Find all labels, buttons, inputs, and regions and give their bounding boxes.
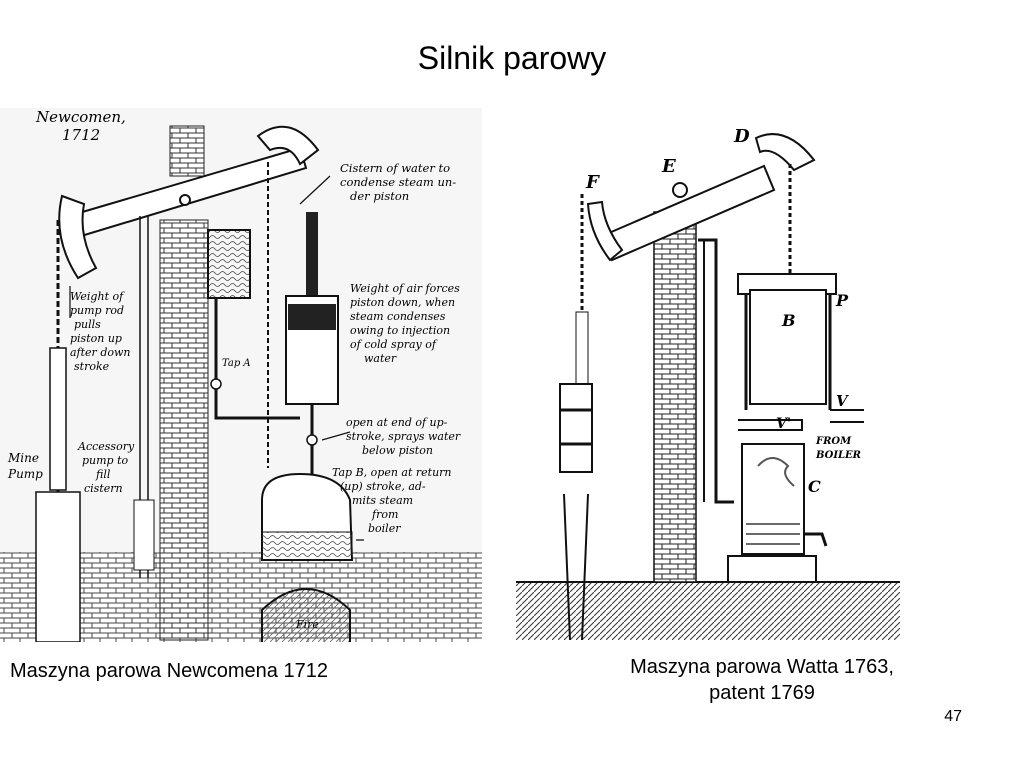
- newcomen-year-label: 1712: [62, 126, 100, 144]
- svg-text:BOILER: BOILER: [815, 450, 861, 461]
- svg-text:Mine: Mine: [7, 451, 39, 465]
- svg-text:owing to injection: owing to injection: [350, 324, 450, 337]
- svg-text:mits steam: mits steam: [352, 494, 413, 507]
- svg-text:stroke: stroke: [74, 360, 110, 373]
- watt-caption-line2: patent 1769: [709, 682, 815, 704]
- from-boiler-label: FROM BOILER: [815, 436, 861, 461]
- label-d: D: [733, 126, 750, 147]
- label-c: C: [808, 477, 821, 496]
- svg-text:Accessory: Accessory: [77, 440, 135, 453]
- weight-pump-label: Weight of pump rod pulls piston up after…: [70, 290, 130, 373]
- svg-text:piston down, when: piston down, when: [350, 296, 455, 309]
- newcomen-caption: Maszyna parowa Newcomena 1712: [10, 660, 328, 682]
- watt-caption: Maszyna parowa Watta 1763, patent 1769: [560, 654, 964, 706]
- svg-text:boiler: boiler: [368, 522, 401, 535]
- svg-text:FROM: FROM: [815, 436, 852, 447]
- svg-text:der piston: der piston: [350, 189, 409, 203]
- svg-text:fill: fill: [95, 468, 111, 481]
- watt-caption-line1: Maszyna parowa Watta 1763,: [630, 656, 894, 678]
- beam: [58, 125, 320, 280]
- label-p: P: [835, 291, 849, 310]
- svg-text:piston up: piston up: [70, 332, 122, 345]
- label-b: B: [781, 311, 796, 330]
- mine-pump-label: Mine Pump: [7, 451, 43, 481]
- cistern-label: Cistern of water to condense steam un- d…: [340, 161, 456, 203]
- svg-text:below piston: below piston: [362, 444, 433, 457]
- fire-label: Fire: [295, 618, 319, 631]
- svg-text:cistern: cistern: [84, 482, 123, 495]
- svg-text:Weight of air forces: Weight of air forces: [350, 282, 460, 295]
- svg-text:stroke, sprays water: stroke, sprays water: [346, 430, 461, 443]
- svg-text:of cold spray of: of cold spray of: [350, 338, 438, 351]
- weight-air-label: Weight of air forces piston down, when s…: [350, 282, 460, 365]
- open-end-label: open at end of up- stroke, sprays water …: [346, 416, 461, 457]
- accessory-pump-label: Accessory pump to fill cistern: [77, 440, 135, 495]
- svg-text:from: from: [371, 508, 398, 521]
- tap-b-label: Tap B, open at return (up) stroke, ad- m…: [332, 466, 452, 535]
- svg-text:Pump: Pump: [7, 467, 43, 481]
- slide-title: Silnik parowy: [417, 40, 607, 76]
- svg-text:open at end of up-: open at end of up-: [346, 416, 448, 429]
- newcomen-label: Newcomen,: [35, 108, 126, 126]
- label-f: F: [585, 172, 600, 193]
- tap-a-label: Tap A: [222, 358, 251, 369]
- svg-text:pump rod: pump rod: [70, 304, 124, 317]
- label-v: V: [836, 392, 849, 410]
- page-number: 47: [944, 708, 962, 725]
- svg-text:Cistern of water to: Cistern of water to: [340, 161, 450, 175]
- newcomen-engine-illustration: Newcomen, 1712 Cistern of water to conde…: [0, 108, 482, 642]
- watt-engine-illustration: D E F B P V V' C FROM BOILER: [498, 94, 900, 640]
- svg-text:Weight of: Weight of: [70, 290, 125, 303]
- label-e: E: [661, 156, 676, 177]
- svg-text:pump to: pump to: [82, 454, 129, 467]
- svg-text:condense steam un-: condense steam un-: [340, 175, 456, 189]
- svg-text:water: water: [364, 352, 397, 365]
- svg-text:after down: after down: [70, 346, 130, 359]
- svg-text:Tap B, open at return: Tap B, open at return: [332, 466, 452, 479]
- label-v-prime: V': [776, 416, 791, 432]
- svg-text:(up) stroke, ad-: (up) stroke, ad-: [340, 480, 426, 493]
- svg-text:pulls: pulls: [74, 318, 101, 331]
- svg-text:steam condenses: steam condenses: [350, 310, 446, 323]
